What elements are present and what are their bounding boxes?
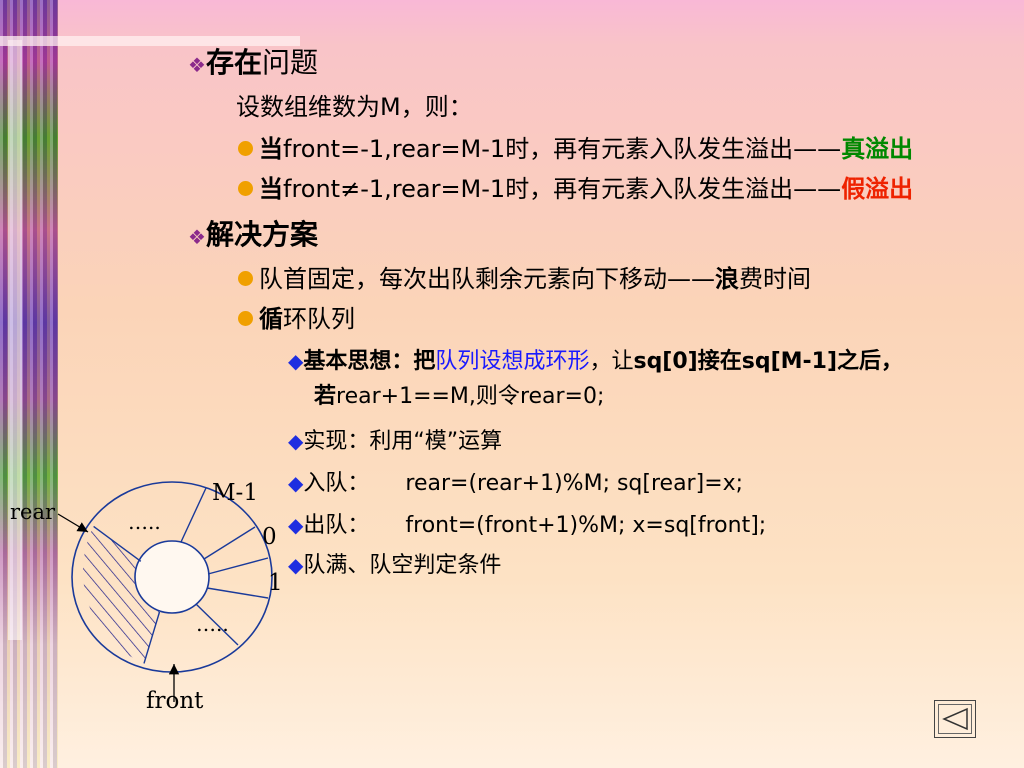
heading-problem: ❖存在问题 xyxy=(188,46,318,79)
bullet-false-overflow: 当front≠-1,rear=M-1时，再有元素入队发生溢出——假溢出 xyxy=(238,174,913,204)
bullet-dot-icon xyxy=(238,140,253,156)
bullet-shift: 队首固定，每次出队剩余元素向下移动——浪费时间 xyxy=(238,264,811,294)
diamond-icon: ◆ xyxy=(288,471,304,495)
rear-label: rear xyxy=(10,500,56,524)
circular-queue-diagram xyxy=(57,481,273,702)
index-1-label: 1 xyxy=(268,570,283,596)
basic-idea-line1: ◆基本思想：把队列设想成环形，让sq[0]接在sq[M-1]之后， xyxy=(288,349,904,374)
ellipsis-bottom: ….. xyxy=(196,612,229,636)
enqueue-line: ◆入队：rear=(rear+1)%M; sq[rear]=x; xyxy=(288,471,744,496)
bullet-dot-icon xyxy=(238,310,253,326)
decorative-band xyxy=(0,36,300,46)
bullet-dot-icon xyxy=(238,270,253,286)
diamond-bullet-icon: ❖ xyxy=(188,225,206,249)
prev-slide-button[interactable] xyxy=(934,700,976,738)
index-m1-label: M-1 xyxy=(212,480,258,506)
diamond-icon: ◆ xyxy=(288,429,304,453)
ellipsis-top: ….. xyxy=(128,510,161,534)
bullet-circular: 循环队列 xyxy=(238,304,355,334)
heading-solution: ❖解决方案 xyxy=(188,218,318,251)
diamond-bullet-icon: ❖ xyxy=(188,53,206,77)
index-0-label: 0 xyxy=(262,524,277,550)
occupied-region xyxy=(82,526,160,664)
condition-line: ◆队满、队空判定条件 xyxy=(288,553,502,578)
bullet-true-overflow: 当front=-1,rear=M-1时，再有元素入队发生溢出——真溢出 xyxy=(238,134,913,164)
decorative-stripe xyxy=(0,0,58,768)
impl-line: ◆实现：利用“模”运算 xyxy=(288,429,503,454)
diamond-icon: ◆ xyxy=(288,513,304,537)
dequeue-line: ◆出队：front=(front+1)%M; x=sq[front]; xyxy=(288,513,767,538)
front-label: front xyxy=(146,688,204,714)
diamond-icon: ◆ xyxy=(288,553,304,577)
diamond-icon: ◆ xyxy=(288,349,304,373)
triangle-left-icon xyxy=(942,707,968,731)
setup-text: 设数组维数为M，则： xyxy=(236,93,473,121)
basic-idea-line2: 若rear+1==M,则令rear=0; xyxy=(314,384,605,409)
bullet-dot-icon xyxy=(238,180,253,196)
